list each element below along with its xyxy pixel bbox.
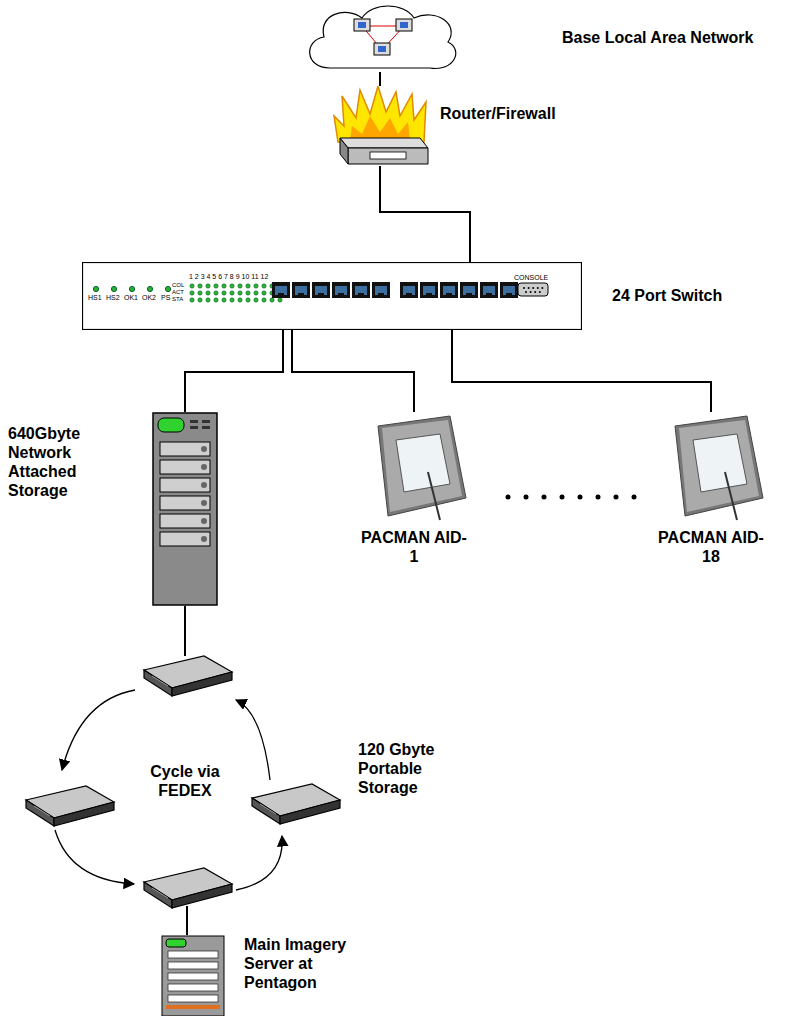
device-label: Base Local Area Network bbox=[562, 28, 753, 47]
network-cable bbox=[292, 330, 414, 412]
cycle-arrow bbox=[236, 700, 270, 780]
portable-drive bbox=[144, 868, 232, 908]
device-node: 120 Gbyte Portable Storage bbox=[248, 778, 342, 828]
switch-marking: HS1 bbox=[88, 294, 102, 302]
switch-marking: 1 2 3 4 5 6 7 8 9 10 11 12 bbox=[189, 273, 268, 281]
device-node: Base Local Area Network bbox=[300, 2, 460, 72]
device-node: Router/Firewall bbox=[330, 86, 430, 166]
storage-wire bbox=[184, 606, 186, 656]
switch-marking: OK1 bbox=[124, 294, 138, 302]
device-icon bbox=[160, 935, 226, 1016]
device-node: 640Gbyte Network Attached Storage bbox=[152, 412, 218, 606]
portable-drive bbox=[144, 656, 232, 696]
device-label: Main Imagery Server at Pentagon bbox=[244, 935, 356, 992]
network-cable bbox=[185, 330, 283, 412]
device-icon bbox=[300, 2, 460, 72]
device-icon bbox=[330, 86, 430, 166]
device-icon bbox=[358, 412, 470, 522]
cycle-arrow bbox=[236, 836, 282, 890]
cycle-label: Cycle via FEDEX bbox=[136, 762, 234, 800]
device-label: Router/Firewall bbox=[440, 104, 556, 123]
cycle-arrow bbox=[62, 690, 135, 770]
cycle-arrow bbox=[55, 830, 134, 884]
network-cable bbox=[379, 72, 381, 86]
network-cable bbox=[380, 166, 470, 262]
device-label: PACMAN AID-1 bbox=[358, 528, 470, 566]
portable-drive bbox=[26, 786, 114, 826]
device-icon bbox=[152, 412, 218, 606]
device-node: Main Imagery Server at Pentagon bbox=[160, 935, 226, 1016]
ellipsis-dots bbox=[506, 495, 637, 500]
device-label: 120 Gbyte Portable Storage bbox=[358, 740, 454, 797]
device-label: 640Gbyte Network Attached Storage bbox=[8, 424, 102, 500]
storage-wire bbox=[186, 906, 188, 935]
switch-marking: ACT bbox=[172, 289, 184, 296]
network-cable bbox=[452, 330, 711, 412]
switch-marking: PS bbox=[161, 294, 170, 302]
device-label: PACMAN AID-18 bbox=[655, 528, 767, 566]
device-icon bbox=[655, 412, 767, 522]
switch-marking: HS2 bbox=[106, 294, 120, 302]
device-node: PACMAN AID-1 bbox=[358, 412, 470, 522]
device-label: 24 Port Switch bbox=[612, 286, 722, 305]
switch-marking: COL bbox=[172, 282, 184, 289]
device-icon bbox=[248, 778, 342, 828]
switch-marking: OK2 bbox=[142, 294, 156, 302]
device-node: PACMAN AID-18 bbox=[655, 412, 767, 522]
switch-marking: CONSOLE bbox=[514, 274, 548, 282]
switch-marking: STA bbox=[172, 296, 183, 303]
